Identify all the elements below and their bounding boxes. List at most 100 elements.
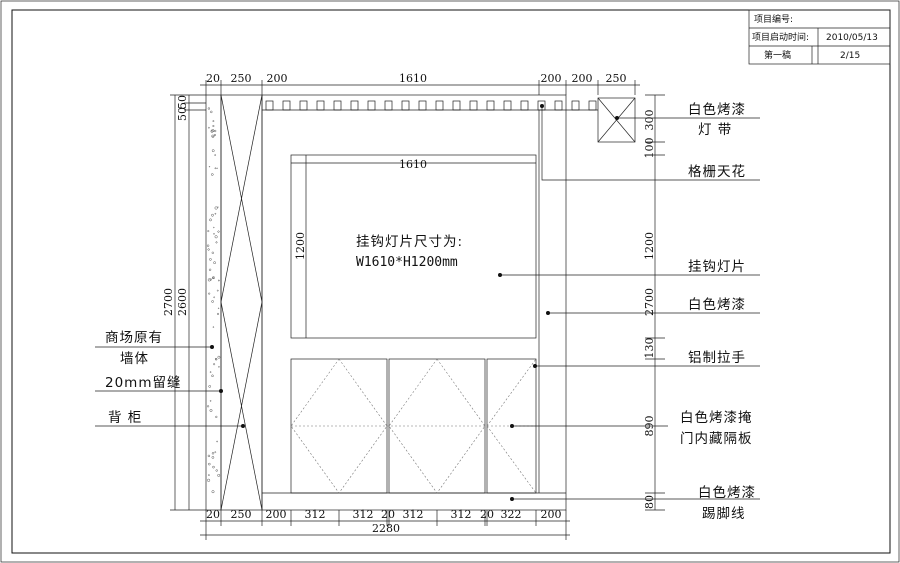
light-strip-box (597, 97, 636, 143)
grille-tooth (418, 100, 427, 111)
wall-speckle (214, 167, 217, 170)
left-dim-b: 50 (176, 107, 189, 121)
wall-speckle (207, 230, 210, 233)
label-kickboard-2: 踢脚线 (702, 506, 746, 522)
bottom-dim-4: 312 (305, 508, 326, 521)
grille-tooth (367, 100, 376, 111)
wall-speckle (207, 478, 211, 482)
wall-speckle (211, 213, 214, 217)
bottom-dim-6: 20 (381, 508, 395, 521)
wall-speckle (210, 129, 214, 133)
right-dim-2: 100 (643, 138, 656, 159)
draft-label: 第一稿 (764, 49, 791, 61)
wall-speckle (215, 358, 217, 360)
wall-speckle (216, 167, 218, 169)
start-date: 2010/05/13 (826, 33, 878, 43)
wall-speckle (206, 244, 210, 247)
wall-speckle (212, 277, 214, 279)
label-hanging-panel: 挂钩灯片 (688, 259, 746, 275)
wall-speckle (211, 173, 214, 176)
grille-tooth (486, 100, 495, 111)
wall-speckle (213, 133, 216, 137)
grille-tooth (333, 100, 342, 111)
wall-speckle (207, 454, 211, 458)
top-dim-6: 200 (572, 72, 593, 85)
wall-speckle (214, 154, 217, 156)
top-dimension-chain: 20 250 200 1610 200 200 250 (200, 72, 640, 95)
wall-speckle (214, 129, 217, 133)
wall-speckle (217, 206, 219, 208)
grille-tooth (299, 100, 308, 111)
wall-speckle (208, 292, 211, 295)
wall-speckle (211, 374, 214, 378)
label-door-shelf-2: 门内藏隔板 (680, 431, 753, 447)
wall-speckle (211, 490, 215, 494)
grille-tooth (503, 100, 512, 111)
wall-speckle (212, 465, 215, 469)
left-dim-inner: 2600 (176, 288, 189, 316)
wall-speckle (209, 218, 212, 222)
wall-speckle (214, 235, 218, 239)
bottom-dim-3: 200 (266, 508, 287, 521)
wall-speckle (209, 371, 212, 373)
right-dim-7: 80 (643, 495, 656, 509)
label-kickboard-1: 白色烤漆 (698, 484, 756, 501)
inner-width-dim: 1610 (399, 158, 427, 171)
grille-tooth (435, 100, 444, 111)
wall-speckle (207, 107, 211, 110)
wall-speckle (214, 451, 217, 454)
grille-ceiling (265, 100, 597, 111)
wall-speckle (208, 462, 211, 466)
wall-speckle (211, 456, 215, 459)
grille-tooth (452, 100, 461, 111)
wall-speckle (208, 126, 210, 129)
wall-speckle (213, 261, 216, 265)
wall-speckle (217, 355, 221, 359)
panel-note-line1: 挂钩灯片尺寸为: (356, 234, 463, 250)
grille-tooth (350, 100, 359, 111)
grille-tooth (588, 100, 597, 111)
wall-speckle (209, 400, 212, 402)
bottom-dim-9: 20 (480, 508, 494, 521)
title-block: 项目编号: 项目启动时间: 2010/05/13 第一稿 2/15 (748, 9, 891, 65)
bottom-dimension-chain: 20 250 200 312 312 20 312 312 20 322 200… (200, 508, 570, 540)
wall-speckle (208, 268, 212, 271)
wall-speckle (214, 212, 217, 215)
wall-speckle (208, 166, 211, 168)
wall-speckle (216, 312, 220, 315)
label-grille-ceiling: 格栅天花 (688, 164, 746, 180)
top-dim-4: 1610 (399, 72, 427, 85)
bottom-total-dim: 2280 (372, 522, 400, 535)
top-dim-7: 250 (606, 72, 627, 85)
grille-tooth (571, 100, 580, 111)
bottom-dim-5: 312 (353, 508, 374, 521)
right-annotations: 白色烤漆 灯 带 格栅天花 挂钩灯片 白色烤漆 铝制拉手 白色烤漆掩 门内藏隔板… (498, 101, 760, 522)
sheet-number: 2/15 (840, 51, 860, 61)
wall-speckle (209, 258, 212, 261)
panel-note-line2: W1610*H1200mm (356, 255, 458, 270)
lightbox-panel: 1610 1200 挂钩灯片尺寸为: W1610*H1200mm (290, 154, 537, 339)
wall-speckle (207, 278, 211, 282)
wall-speckle (211, 129, 215, 133)
inner-height-dim: 1200 (294, 232, 307, 260)
right-dim-5: 130 (643, 338, 656, 359)
wall-speckle (211, 300, 214, 303)
grille-tooth (469, 100, 478, 111)
grille-tooth (384, 100, 393, 111)
inner-border (11, 9, 891, 554)
bottom-dim-10: 322 (501, 508, 522, 521)
wall-speckle (214, 206, 218, 210)
bottom-dim-11: 200 (541, 508, 562, 521)
bottom-dim-8: 312 (451, 508, 472, 521)
label-existing-wall-2: 墙体 (120, 351, 149, 367)
left-dim-outer: 2700 (162, 288, 175, 316)
cabinet-doors (290, 358, 537, 494)
back-cabinet (220, 94, 263, 511)
left-dim-a: 50 (176, 95, 189, 109)
left-dimension-chain: 50 50 2700 2600 (162, 94, 206, 511)
wall-speckle (212, 135, 214, 138)
wall-speckle (210, 110, 213, 114)
wall-speckle (212, 120, 215, 122)
start-time-label: 项目启动时间: (752, 31, 809, 43)
wall-speckle (217, 230, 220, 233)
